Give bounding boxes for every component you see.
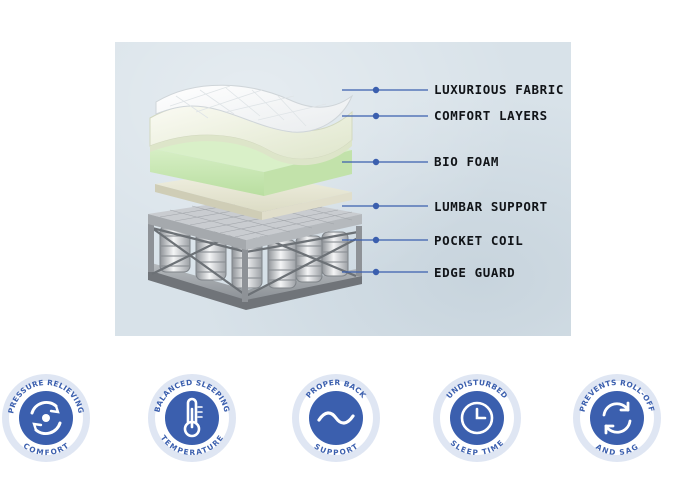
leader-dot-comfort-layers xyxy=(372,112,380,120)
feature-badge-pressure-relieving: PRESSURE RELIEVING COMFORT xyxy=(1,373,91,463)
feature-badge-proper-back-support: PROPER BACK SUPPORT xyxy=(291,373,381,463)
wave-icon xyxy=(317,411,355,425)
feature-badge-balanced-sleeping: BALANCED SLEEPING TEMPERATURE xyxy=(147,373,237,463)
layer-label-edge-guard: EDGE GUARD xyxy=(434,265,516,280)
luxurious-fabric-layer xyxy=(155,84,354,133)
leader-dot-lumbar-support xyxy=(372,202,380,210)
layer-label-comfort-layers: COMFORT LAYERS xyxy=(434,108,548,123)
layer-label-lumbar-support: LUMBAR SUPPORT xyxy=(434,199,548,214)
layer-label-bio-foam: BIO FOAM xyxy=(434,154,500,169)
leader-dot-bio-foam xyxy=(372,158,380,166)
leader-dot-edge-guard xyxy=(372,268,380,276)
leader-dot-pocket-coil xyxy=(372,236,380,244)
thermometer-icon xyxy=(183,397,203,438)
leader-dot-luxurious-fabric xyxy=(372,86,380,94)
layer-label-pocket-coil: POCKET COIL xyxy=(434,233,524,248)
clock-icon xyxy=(460,401,494,435)
feature-badge-prevents-roll-off: PREVENTS ROLL-OFF AND SAG xyxy=(572,373,662,463)
layer-label-luxurious-fabric: LUXURIOUS FABRIC xyxy=(434,82,565,97)
feature-badge-undisturbed-sleep: UNDISTURBED SLEEP TIME xyxy=(432,373,522,463)
pressure-relief-icon xyxy=(30,401,62,435)
refresh-icon xyxy=(602,401,632,435)
